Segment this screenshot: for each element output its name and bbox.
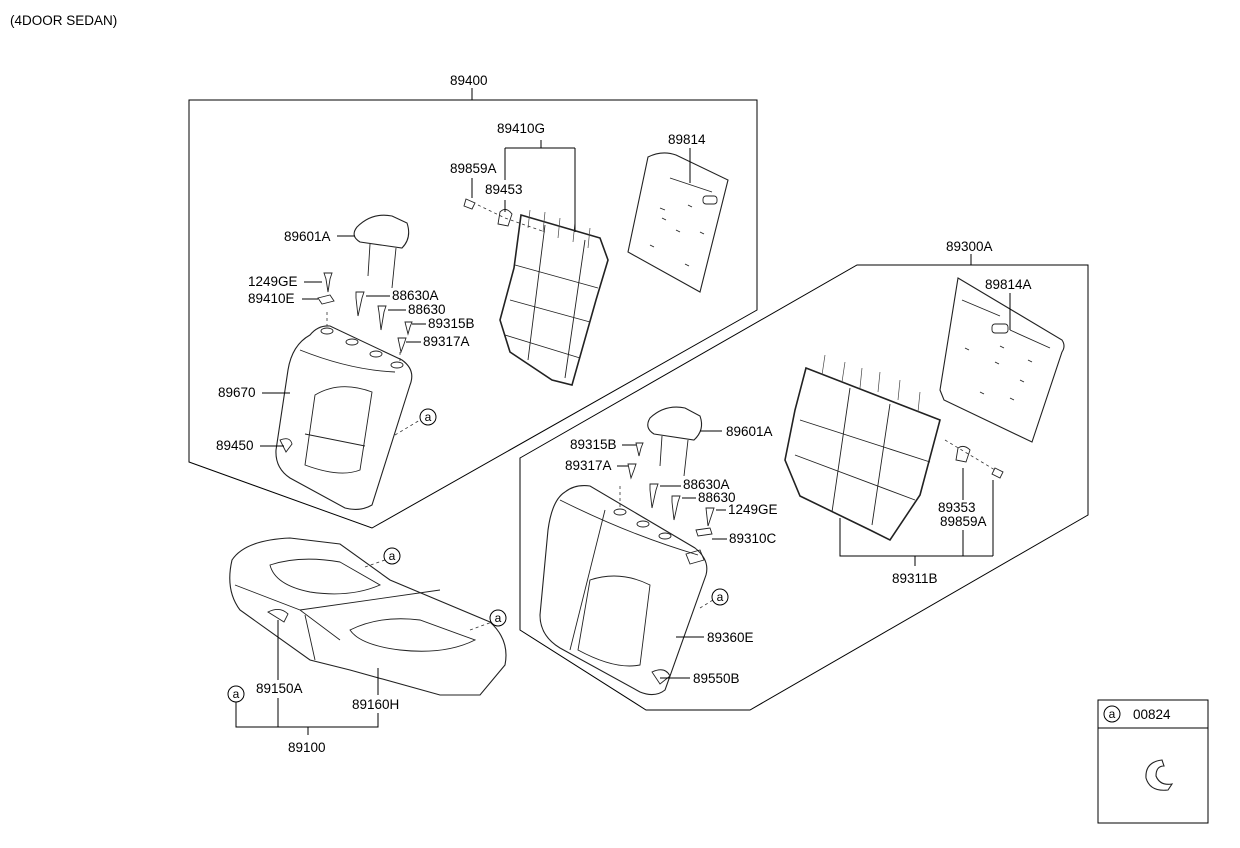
label-89310C: 89310C (729, 531, 777, 546)
label-89150A: 89150A (256, 681, 303, 696)
clip-icon (1145, 759, 1174, 791)
svg-text:a: a (495, 611, 502, 625)
seat-back-frame-left (463, 198, 609, 386)
legend-part-number: 00824 (1133, 707, 1171, 722)
label-89814A: 89814A (985, 277, 1032, 292)
ref-marker-a-1: a (394, 408, 437, 436)
label-89315B-right: 89315B (570, 437, 617, 452)
label-1249GE-right: 1249GE (728, 502, 778, 517)
back-panel-89814A (939, 277, 1065, 443)
label-89450: 89450 (216, 438, 254, 453)
label-89410G: 89410G (497, 121, 545, 136)
assembly-89100-label: 89100 (288, 740, 326, 755)
assembly-89300A-label: 89300A (946, 239, 993, 254)
seat-cushion (229, 537, 507, 696)
fasteners-left (317, 272, 413, 354)
label-89317A-right: 89317A (565, 458, 612, 473)
legend-box: a 00824 (1097, 699, 1209, 824)
label-89160H: 89160H (352, 697, 399, 712)
svg-text:a: a (233, 687, 240, 701)
label-89317A-left: 89317A (423, 334, 470, 349)
assembly-89300A: 89300A (519, 239, 1089, 711)
fasteners-right (627, 442, 715, 537)
svg-text:a: a (389, 549, 396, 563)
label-1249GE-left: 1249GE (248, 274, 298, 289)
ref-marker-a-5: a (699, 588, 729, 609)
back-panel-89814 (627, 152, 729, 293)
legend-marker: a (1109, 707, 1116, 721)
svg-text:a: a (717, 590, 724, 604)
label-89670: 89670 (218, 385, 256, 400)
assembly-89400-label: 89400 (450, 73, 488, 88)
ref-marker-a-4: a (227, 685, 245, 703)
ref-marker-a-3: a (469, 609, 507, 631)
label-88630A-right: 88630A (683, 477, 730, 492)
seat-back-left (275, 312, 413, 511)
label-89814: 89814 (668, 132, 706, 147)
label-89360E: 89360E (707, 630, 754, 645)
label-89601A-left: 89601A (284, 229, 331, 244)
ref-marker-a-2: a (364, 547, 401, 568)
headrest-left (353, 214, 410, 289)
label-88630-right: 88630 (698, 490, 736, 505)
svg-text:a: a (425, 410, 432, 424)
assembly-89400: 89400 (188, 73, 758, 529)
label-89315B-left: 89315B (428, 316, 475, 331)
label-89353: 89353 (938, 500, 976, 515)
label-89859A-left: 89859A (450, 161, 497, 176)
assembly-89400-outline (188, 99, 758, 529)
label-89550B: 89550B (693, 671, 740, 686)
seat-back-right (539, 485, 708, 696)
label-89453: 89453 (485, 182, 523, 197)
label-89311B: 89311B (892, 571, 938, 586)
label-88630A-left: 88630A (392, 288, 439, 303)
label-88630-left: 88630 (408, 302, 446, 317)
assembly-89300A-outline (519, 264, 1089, 711)
label-89410E: 89410E (248, 291, 295, 306)
label-89601A-right: 89601A (726, 424, 773, 439)
label-89859A-right: 89859A (940, 514, 987, 529)
seat-back-frame-right (784, 354, 1004, 542)
variant-heading: (4DOOR SEDAN) (10, 13, 117, 28)
headrest-right (647, 406, 703, 477)
